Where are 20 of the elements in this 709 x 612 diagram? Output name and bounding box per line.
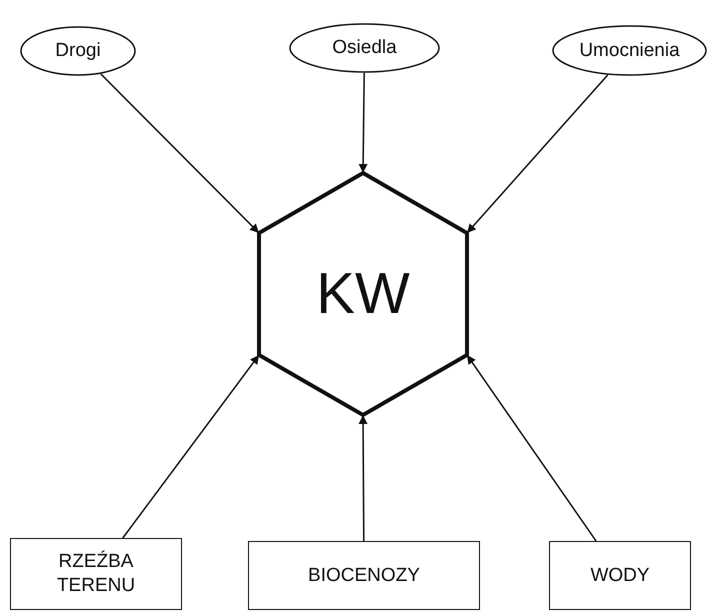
- rect-box: [248, 541, 480, 610]
- node-label: Drogi: [54, 39, 102, 63]
- node-label: Osiedla: [331, 36, 398, 60]
- node-label: BIOCENOZY: [307, 564, 421, 588]
- node-label: Umocnienia: [578, 38, 681, 62]
- node-label: RZEŹBA TERENU: [56, 550, 136, 598]
- arrow: [122, 354, 260, 538]
- ellipse-node: [552, 25, 707, 76]
- arrow: [358, 72, 368, 174]
- node-label: WODY: [589, 564, 651, 588]
- rect-box: [549, 541, 691, 610]
- arrow: [358, 415, 368, 541]
- arrow: [466, 74, 608, 234]
- arrow: [466, 354, 597, 542]
- ellipse-node: [289, 23, 440, 73]
- hexagon-node: [259, 173, 467, 415]
- rect-box: [10, 538, 182, 610]
- ellipse-node: [20, 26, 136, 76]
- arrow: [100, 73, 260, 234]
- node-label: KW: [315, 260, 411, 328]
